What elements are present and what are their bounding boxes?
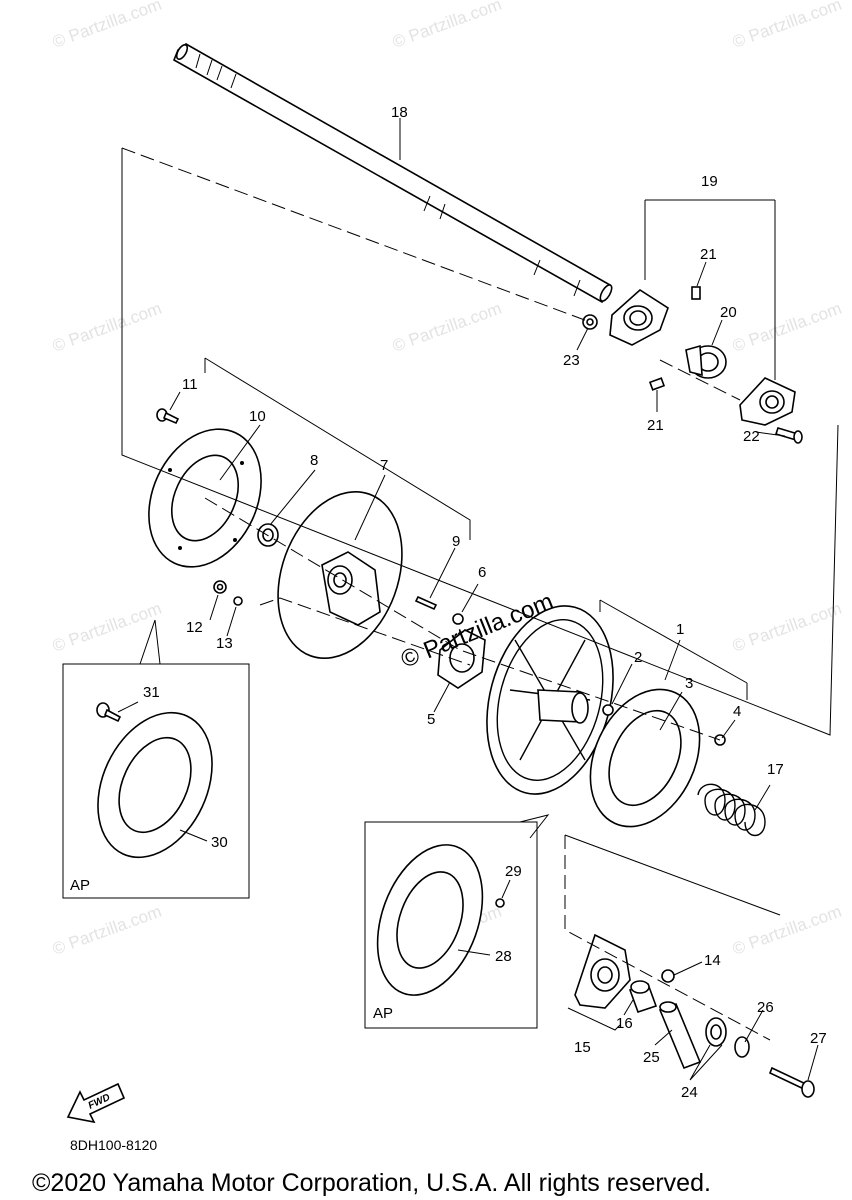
watermark-text: © Partzilla.com bbox=[390, 299, 504, 356]
part-11-bolt bbox=[156, 408, 180, 425]
callout-11: 11 bbox=[182, 376, 198, 393]
inset-ap-left: AP bbox=[62, 619, 250, 899]
callout-3: 3 bbox=[685, 675, 693, 692]
callout-21: 21 bbox=[647, 417, 664, 434]
watermark-text: © Partzilla.com bbox=[730, 0, 844, 52]
part-17-spring bbox=[697, 783, 766, 837]
callout-20: 20 bbox=[720, 304, 737, 321]
callout-23: 23 bbox=[563, 352, 580, 369]
callout-24: 24 bbox=[681, 1084, 698, 1101]
part-19-bearing-housing bbox=[609, 288, 796, 426]
callout-18: 18 bbox=[391, 104, 408, 121]
part-6-nut bbox=[452, 613, 464, 625]
callout-19: 19 bbox=[701, 173, 718, 190]
callout-8: 8 bbox=[310, 452, 318, 469]
part-27-bolt bbox=[768, 1066, 815, 1098]
part-18-shaft bbox=[172, 43, 613, 304]
callout-2: 2 bbox=[634, 649, 642, 666]
part-7-pulley bbox=[277, 490, 403, 660]
callout-26: 26 bbox=[757, 999, 774, 1016]
callout-28: 28 bbox=[495, 948, 512, 965]
callout-5: 5 bbox=[427, 711, 435, 728]
part-15-bracket bbox=[574, 933, 631, 1009]
part-21-set-screw bbox=[648, 286, 701, 391]
part-20-bearing bbox=[685, 344, 727, 379]
part-2-nut bbox=[602, 704, 614, 716]
watermark-text: © Partzilla.com bbox=[730, 299, 844, 356]
leader-lines bbox=[117, 118, 819, 1081]
callout-9: 9 bbox=[452, 533, 460, 550]
callout-12: 12 bbox=[186, 619, 203, 636]
part-23-nut bbox=[582, 314, 598, 330]
callout-30: 30 bbox=[211, 834, 228, 851]
watermark-text: © Partzilla.com bbox=[730, 599, 844, 656]
part-14-nut bbox=[661, 969, 675, 983]
watermark-text: © Partzilla.com bbox=[50, 599, 164, 656]
callout-4: 4 bbox=[733, 703, 741, 720]
watermark-text: © Partzilla.com bbox=[50, 299, 164, 356]
part-13-washer bbox=[233, 596, 243, 606]
watermark-text: © Partzilla.com bbox=[390, 0, 504, 52]
part-26-washer bbox=[734, 1036, 750, 1058]
callout-10: 10 bbox=[249, 408, 266, 425]
watermark-text: © Partzilla.com bbox=[50, 902, 164, 959]
callout-22: 22 bbox=[743, 428, 760, 445]
part-12-bolt bbox=[213, 580, 227, 594]
callout-labels: 1 2 3 4 5 6 7 8 9 10 11 12 13 14 15 16 1… bbox=[143, 104, 827, 1101]
part-16-bushing bbox=[628, 980, 658, 1014]
fwd-arrow-icon: FWD bbox=[66, 1082, 126, 1124]
part-3-disc bbox=[589, 688, 701, 828]
part-9-stud bbox=[414, 595, 438, 611]
inset-ap-right: AP bbox=[364, 814, 550, 1029]
copyright-text: ©2020 Yamaha Motor Corporation, U.S.A. A… bbox=[32, 1169, 711, 1197]
callout-6: 6 bbox=[478, 564, 486, 581]
watermark-text: © Partzilla.com bbox=[50, 0, 164, 52]
inset-label-ap-right: AP bbox=[373, 1005, 393, 1022]
callout-17: 17 bbox=[767, 761, 784, 778]
part-5-gasket bbox=[437, 629, 486, 689]
inset-label-ap-left: AP bbox=[70, 877, 90, 894]
callout-21: 21 bbox=[700, 246, 717, 263]
callout-31: 31 bbox=[143, 684, 160, 701]
callout-1: 1 bbox=[676, 621, 684, 638]
part-22-bolt bbox=[774, 427, 803, 444]
callout-27: 27 bbox=[810, 1030, 827, 1047]
watermark-text: © Partzilla.com bbox=[730, 902, 844, 959]
part-24-bushings bbox=[705, 1017, 727, 1047]
callout-25: 25 bbox=[643, 1049, 660, 1066]
phantom-lines bbox=[121, 147, 839, 1041]
part-1-sheave bbox=[486, 605, 614, 795]
callout-15: 15 bbox=[574, 1039, 591, 1056]
callout-16: 16 bbox=[616, 1015, 633, 1032]
callout-29: 29 bbox=[505, 863, 522, 880]
callout-13: 13 bbox=[216, 635, 233, 652]
callout-14: 14 bbox=[704, 952, 721, 969]
diagram-code: 8DH100-8120 bbox=[70, 1137, 157, 1153]
callout-7: 7 bbox=[380, 457, 388, 474]
part-25-collar bbox=[658, 1001, 702, 1070]
